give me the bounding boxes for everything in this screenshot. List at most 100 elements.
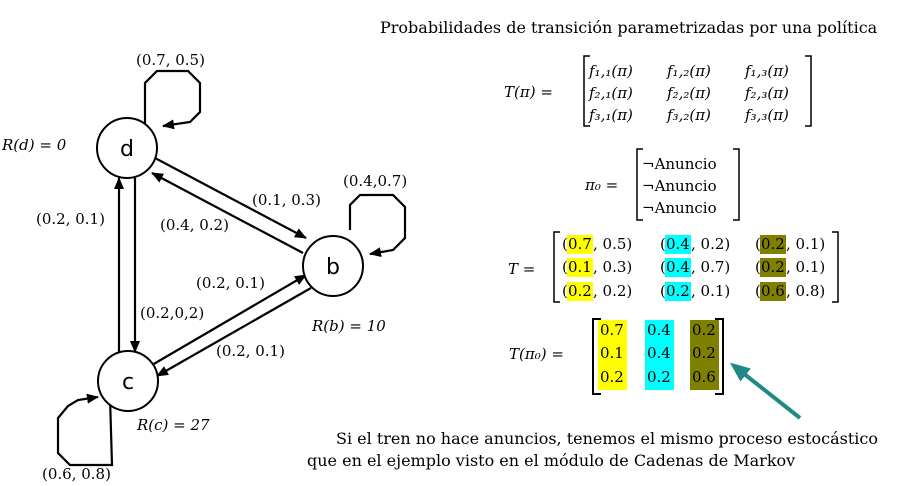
- node-d-label: d: [120, 137, 134, 162]
- t-pi-cell: f₁,₂(π): [666, 62, 711, 80]
- t-left-bracket: [553, 231, 560, 303]
- pi0-left-bracket: [636, 148, 643, 221]
- t-pi0-cell: 0.4: [647, 321, 671, 339]
- equation-t-pi: T(π) = f₁,₁(π) f₁,₂(π) f₁,₃(π) f₂,₁(π) f₂,₂(…: [504, 55, 812, 127]
- pointer-arrow: [729, 362, 802, 420]
- t-cell-open: (: [755, 258, 761, 276]
- self-loop-d: [143, 69, 202, 130]
- t-cell-rest: , 0.5): [593, 235, 632, 253]
- t-cell-open: (: [562, 258, 568, 276]
- t-pi-cell: f₂,₂(π): [666, 84, 711, 102]
- t-cell-rest: , 0.2): [593, 282, 632, 300]
- reward-c: R(c) = 27: [136, 416, 210, 434]
- t-pi0-cell: 0.1: [600, 344, 624, 362]
- t-pi0-cell: 0.4: [647, 344, 671, 362]
- t-pi-cell: f₃,₁(π): [588, 106, 633, 124]
- label-b-to-d: (0.4, 0.2): [160, 216, 229, 234]
- t-pi0-lhs: T(π₀) =: [509, 345, 564, 363]
- t-cell-first: 0.2: [568, 282, 592, 300]
- t-pi0-column-highlight: [690, 320, 719, 390]
- t-cell-open: (: [562, 282, 568, 300]
- t-pi-right-bracket: [805, 55, 812, 127]
- equation-t-pi0: T(π₀) = 0.7 0.4 0.2 0.1 0.4 0.2 0.2 0.2 0.6: [509, 318, 724, 395]
- label-self-c: (0.6, 0.8): [42, 465, 111, 483]
- pi0-cell: ¬Anuncio: [642, 177, 717, 195]
- edge-b-to-d: [151, 172, 304, 254]
- t-cell-first: 0.1: [568, 258, 592, 276]
- t-pi-cell: f₁,₁(π): [588, 62, 633, 80]
- t-cell-open: (: [562, 235, 568, 253]
- label-self-b: (0.4,0.7): [343, 172, 407, 190]
- t-cell-highlight: [665, 258, 691, 277]
- label-d-to-b: (0.1, 0.3): [252, 191, 321, 209]
- t-cell-rest: , 0.7): [691, 258, 730, 276]
- t-cell-highlight: [665, 235, 691, 254]
- t-pi-left-bracket: [583, 55, 590, 127]
- node-c: c: [97, 350, 159, 412]
- t-cell-rest: , 0.2): [691, 235, 730, 253]
- t-cell-open: (: [660, 282, 666, 300]
- t-right-bracket: [832, 231, 839, 303]
- reward-b: R(b) = 10: [311, 317, 386, 335]
- pi0-right-bracket: [733, 148, 740, 221]
- self-loop-c: [56, 393, 114, 467]
- t-pi-cell: f₃,₂(π): [666, 106, 711, 124]
- edge-d-to-b: [154, 157, 307, 239]
- t-cell-first: 0.7: [568, 235, 592, 253]
- edge-b-to-c: [156, 287, 312, 377]
- note-line-1: Si el tren no hace anuncios, tenemos el …: [336, 429, 878, 448]
- t-cell-open: (: [660, 258, 666, 276]
- t-pi0-left-bracket: [592, 318, 601, 395]
- t-cell-open: (: [660, 235, 666, 253]
- equation-t: T = (0.7, 0.5)(0.4, 0.2)(0.2, 0.1)(0.1, …: [508, 231, 839, 303]
- t-pi-cell: f₂,₁(π): [588, 84, 633, 102]
- t-pi0-cell: 0.2: [647, 368, 671, 386]
- t-lhs: T =: [508, 260, 535, 278]
- t-cell-rest: , 0.8): [786, 282, 825, 300]
- t-cell-rest: , 0.1): [691, 282, 730, 300]
- node-c-label: c: [122, 370, 134, 395]
- t-pi0-column-highlight: [598, 320, 627, 390]
- t-pi0-cell: 0.2: [600, 368, 624, 386]
- t-cell-first: 0.4: [666, 235, 690, 253]
- t-pi0-column-highlight: [645, 320, 674, 390]
- pi0-cell: ¬Anuncio: [642, 199, 717, 217]
- equation-pi0: π₀ = ¬Anuncio ¬Anuncio ¬Anuncio: [584, 148, 740, 221]
- t-cell-highlight: [567, 235, 593, 254]
- t-pi-cell: f₃,₃(π): [744, 106, 789, 124]
- label-c-to-b: (0.2, 0.1): [196, 274, 265, 292]
- label-self-d: (0.7, 0.5): [136, 51, 205, 69]
- label-b-to-c: (0.2, 0.1): [216, 342, 285, 360]
- t-cell-rest: , 0.1): [786, 235, 825, 253]
- t-pi-cell: f₁,₃(π): [744, 62, 789, 80]
- t-pi0-right-bracket: [715, 318, 724, 395]
- t-cell-first: 0.2: [761, 235, 785, 253]
- pi0-lhs: π₀ =: [584, 176, 618, 194]
- reward-d: R(d) = 0: [1, 136, 67, 154]
- t-cell-highlight: [567, 258, 593, 277]
- t-pi-cell: f₂,₃(π): [744, 84, 789, 102]
- t-pi0-cell: 0.2: [692, 344, 716, 362]
- t-pi0-cell: 0.7: [600, 321, 624, 339]
- t-cell-open: (: [755, 282, 761, 300]
- t-cell-rest: , 0.3): [593, 258, 632, 276]
- label-d-to-c: (0.2,0,2): [140, 304, 204, 322]
- t-cell-highlight: [760, 282, 786, 301]
- note-line-2: que en el ejemplo visto en el módulo de …: [307, 451, 795, 470]
- t-cell-first: 0.6: [761, 282, 785, 300]
- panel-title: Probabilidades de transición parametriza…: [380, 18, 878, 37]
- t-cell-highlight: [665, 282, 691, 301]
- t-pi-lhs: T(π) =: [504, 83, 553, 101]
- t-cell-highlight: [760, 258, 786, 277]
- pi0-cell: ¬Anuncio: [642, 155, 717, 173]
- t-cell-first: 0.2: [761, 258, 785, 276]
- t-cell-first: 0.2: [666, 282, 690, 300]
- node-b: b: [302, 235, 364, 297]
- t-cell-first: 0.4: [666, 258, 690, 276]
- t-cell-highlight: [567, 282, 593, 301]
- t-cell-highlight: [760, 235, 786, 254]
- t-pi0-cell: 0.2: [692, 321, 716, 339]
- edge-c-to-b: [151, 274, 307, 366]
- t-pi0-cell: 0.6: [692, 368, 716, 386]
